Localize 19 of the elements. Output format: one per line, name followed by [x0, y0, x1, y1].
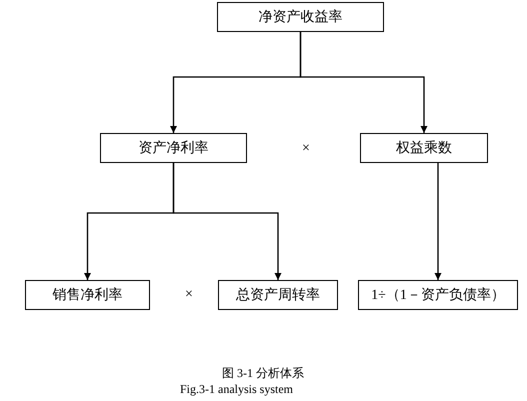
process-box	[218, 280, 338, 310]
box-label: 销售净利率	[52, 286, 122, 304]
arrow	[300, 32, 428, 133]
arrow	[434, 163, 442, 280]
process-box	[217, 2, 384, 32]
multiply-sign: ×	[185, 287, 193, 303]
figure-caption: 图 3-1 分析体系	[222, 365, 304, 382]
box-label: 净资产收益率	[258, 8, 342, 26]
process-box	[360, 133, 488, 163]
box-label: 权益乘数	[396, 140, 452, 157]
multiply-sign: ×	[302, 141, 310, 157]
box-label: 总资产周转率	[236, 286, 320, 304]
box-label: 1÷（1－资产负债率）	[371, 286, 505, 304]
arrow	[172, 163, 282, 280]
process-box	[100, 133, 247, 163]
figure-caption: Fig.3-1 analysis system	[180, 382, 293, 397]
box-label: 资产净利率	[138, 139, 208, 157]
process-box	[358, 280, 518, 310]
process-box	[25, 280, 150, 310]
